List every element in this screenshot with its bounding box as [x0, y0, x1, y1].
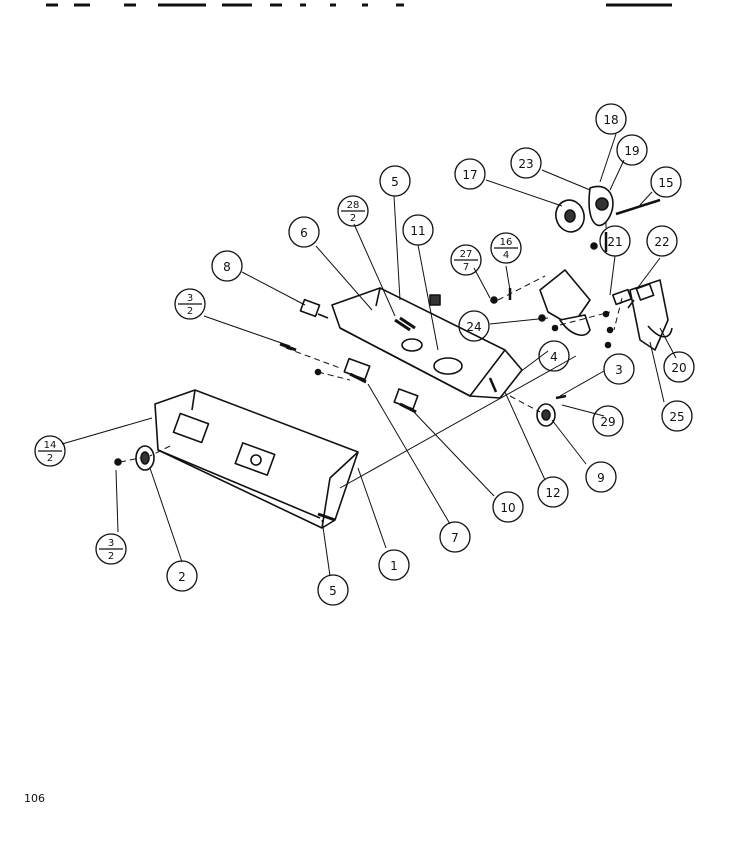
callout-4: 4 [538, 340, 570, 372]
callout-3: 3 [603, 353, 635, 385]
switches [279, 342, 419, 414]
callout-15-label: 15 [658, 176, 673, 190]
assembly-lines [119, 222, 623, 463]
fraction-callout-27-7: 27 7 [450, 244, 482, 276]
fraction-callouts: 28 2 27 7 16 4 3 2 14 2 3 2 [34, 195, 522, 565]
callout-17-label: 17 [462, 168, 477, 182]
fraction-28-bottom: 2 [350, 213, 356, 224]
callout-7: 7 [439, 521, 471, 553]
callout-6: 6 [288, 216, 320, 248]
fraction-14-bottom: 2 [47, 453, 53, 464]
fraction-callout-3-2-lower: 3 2 [95, 533, 127, 565]
fraction-27-top: 27 [460, 249, 473, 260]
callout-5-top-label: 5 [391, 175, 399, 189]
callout-6-label: 6 [300, 226, 308, 240]
header-scan-artifact [0, 0, 750, 12]
callout-15: 15 [650, 166, 682, 198]
fraction-16-top: 16 [500, 237, 513, 248]
callout-10-label: 10 [500, 501, 515, 515]
callout-18-label: 18 [603, 113, 618, 127]
parts-artwork [114, 185, 673, 529]
fraction-callout-14-2: 14 2 [34, 435, 66, 467]
callout-17: 17 [454, 158, 486, 190]
callout-1-label: 1 [390, 559, 398, 573]
gear-part [536, 394, 567, 427]
callout-22-label: 22 [654, 235, 669, 249]
callout-5-bottom: 5 [317, 574, 349, 606]
callout-19-label: 19 [624, 144, 639, 158]
callout-20: 20 [663, 351, 695, 383]
motor-wheel [555, 185, 661, 252]
fraction-3b-top: 3 [108, 538, 114, 549]
callout-18: 18 [595, 103, 627, 135]
callout-29: 29 [592, 405, 624, 437]
fraction-14-top: 14 [44, 440, 57, 451]
callout-2: 2 [166, 560, 198, 592]
callout-19: 19 [616, 134, 648, 166]
callout-11-label: 11 [410, 224, 425, 238]
callout-24: 24 [458, 310, 490, 342]
callout-23: 23 [510, 147, 542, 179]
callout-9: 9 [585, 461, 617, 493]
callout-21-label: 21 [607, 235, 622, 249]
fraction-28-top: 28 [347, 200, 360, 211]
solenoid [299, 298, 329, 319]
callout-5-bottom-label: 5 [329, 584, 337, 598]
fraction-3a-bottom: 2 [187, 306, 193, 317]
fraction-3b-bottom: 2 [108, 551, 114, 562]
fraction-callout-28-2: 28 2 [337, 195, 369, 227]
front-panel [154, 389, 359, 529]
callout-29-label: 29 [600, 415, 615, 429]
callouts: 18 19 23 17 15 5 11 6 21 22 8 24 4 3 20 … [166, 103, 695, 606]
callout-3-label: 3 [615, 363, 623, 377]
header-marks [46, 3, 672, 7]
leader-lines [61, 133, 677, 577]
callout-21: 21 [599, 225, 631, 257]
fraction-27-bottom: 7 [463, 262, 469, 273]
fraction-3a-top: 3 [187, 293, 193, 304]
callout-20-label: 20 [671, 361, 686, 375]
callout-25: 25 [661, 400, 693, 432]
actuator-bracket [611, 283, 655, 309]
callout-22: 22 [646, 225, 678, 257]
callout-2-label: 2 [178, 570, 186, 584]
callout-9-label: 9 [597, 471, 605, 485]
callout-7-label: 7 [451, 531, 459, 545]
fraction-callout-16-4: 16 4 [490, 232, 522, 264]
callout-8-label: 8 [223, 260, 231, 274]
callout-8: 8 [211, 250, 243, 282]
fraction-callout-3-2-upper: 3 2 [174, 288, 206, 320]
fraction-16-bottom: 4 [503, 250, 509, 261]
callout-23-label: 23 [518, 157, 533, 171]
callout-5-top: 5 [379, 165, 411, 197]
door-flaps [490, 269, 673, 351]
selector-knob [114, 445, 155, 471]
callout-24-label: 24 [466, 320, 481, 334]
callout-4-label: 4 [550, 350, 558, 364]
callout-11: 11 [402, 214, 434, 246]
page-number: 106 [24, 792, 45, 805]
dispenser-housing [331, 287, 523, 399]
callout-1: 1 [378, 549, 410, 581]
callout-25-label: 25 [669, 410, 684, 424]
callout-10: 10 [492, 491, 524, 523]
callout-12: 12 [537, 476, 569, 508]
callout-12-label: 12 [545, 486, 560, 500]
